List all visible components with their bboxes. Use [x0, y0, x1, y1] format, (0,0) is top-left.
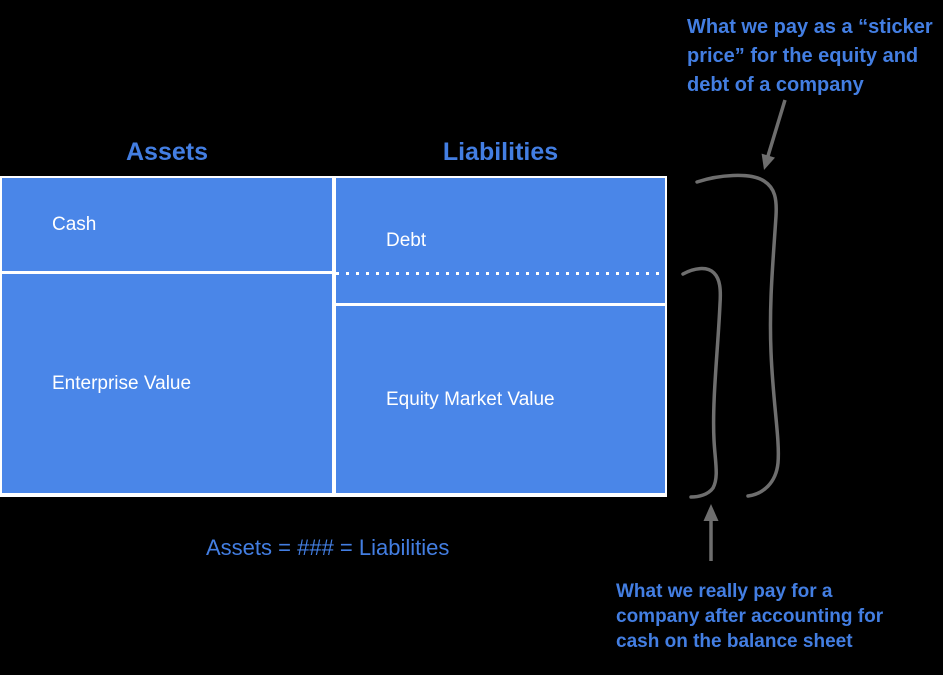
cash-cell: Cash	[2, 178, 332, 271]
debt-label: Debt	[386, 229, 427, 251]
annotation-line: company after accounting for	[616, 606, 884, 627]
enterprise-value-cell: Enterprise Value	[2, 274, 332, 493]
enterprise-value-label: Enterprise Value	[52, 372, 192, 394]
equity-market-value-label: Equity Market Value	[386, 388, 555, 410]
liabilities-header: Liabilities	[442, 138, 559, 166]
arrow-to-outer-brace	[761, 99, 787, 170]
annotation-line: cash on the balance sheet	[616, 631, 853, 652]
annotation-line: debt of a company	[687, 74, 864, 96]
annotation-sticker-price: What we pay as a “sticker price” for the…	[687, 13, 933, 100]
annotation-real-pay: What we really pay for a company after a…	[616, 579, 883, 654]
equity-market-value-cell: Equity Market Value	[336, 306, 665, 493]
cash-label: Cash	[52, 213, 97, 235]
cash-level-dotted-separator	[336, 272, 665, 275]
debt-cell: Debt	[336, 178, 665, 303]
annotation-line: What we pay as a “sticker	[687, 16, 933, 38]
inner-brace	[681, 266, 723, 499]
annotation-line: What we really pay for a	[616, 581, 833, 602]
assets-header: Assets	[126, 138, 208, 166]
equation-caption: Assets = ### = Liabilities	[206, 535, 450, 560]
balance-sheet-table: Cash Enterprise Value Debt Equity Market…	[0, 176, 667, 497]
annotation-line: price” for the equity and	[687, 45, 919, 67]
outer-brace	[695, 173, 781, 498]
arrow-to-inner-brace	[703, 504, 719, 561]
